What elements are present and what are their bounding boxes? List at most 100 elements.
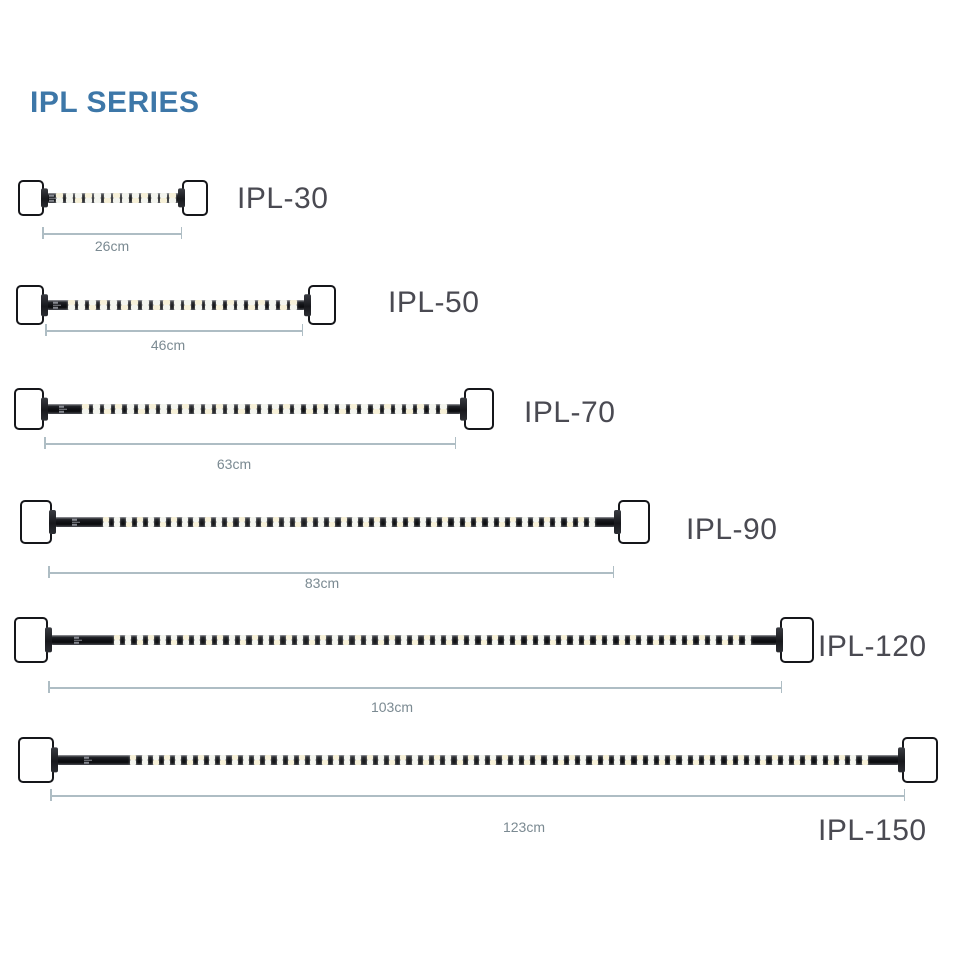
led	[366, 755, 373, 760]
led	[561, 640, 568, 645]
led	[659, 760, 666, 765]
led	[366, 635, 373, 640]
led	[112, 198, 120, 203]
led	[681, 755, 688, 760]
led	[329, 517, 336, 522]
led	[446, 635, 453, 640]
led	[569, 755, 576, 760]
led	[641, 640, 648, 645]
led	[510, 517, 517, 522]
led	[126, 409, 134, 414]
led	[164, 760, 171, 765]
led	[171, 640, 178, 645]
led	[193, 404, 201, 409]
led-panel	[67, 300, 298, 310]
led	[675, 635, 682, 640]
led	[104, 409, 112, 414]
led	[710, 635, 717, 640]
led	[377, 640, 384, 645]
lamp-fixture	[16, 283, 336, 327]
led	[320, 640, 327, 645]
led	[439, 404, 447, 409]
led	[618, 640, 625, 645]
led	[344, 760, 351, 765]
led	[816, 755, 823, 760]
dimension-tick-start	[44, 437, 46, 449]
led	[544, 517, 551, 522]
led	[512, 755, 519, 760]
led	[344, 755, 351, 760]
led	[733, 635, 740, 640]
led	[419, 522, 426, 527]
led	[163, 305, 171, 310]
led	[629, 635, 636, 640]
led	[625, 755, 632, 760]
led	[265, 755, 272, 760]
led	[827, 760, 834, 765]
led	[276, 755, 283, 760]
led	[102, 517, 109, 522]
led	[383, 409, 391, 414]
led	[652, 635, 659, 640]
housing-markings	[73, 636, 82, 644]
led	[152, 760, 159, 765]
led	[78, 305, 86, 310]
led-row	[81, 404, 447, 409]
led	[242, 755, 249, 760]
led	[569, 760, 576, 765]
led	[261, 522, 268, 527]
led	[572, 640, 579, 645]
dimension-line	[45, 324, 303, 336]
led	[400, 760, 407, 765]
led	[274, 635, 281, 640]
led	[339, 409, 347, 414]
led-row	[130, 755, 868, 760]
led	[428, 409, 436, 414]
led	[400, 755, 407, 760]
led	[287, 760, 294, 765]
led	[479, 760, 486, 765]
led	[306, 517, 313, 522]
led	[456, 760, 463, 765]
led	[194, 305, 202, 310]
led	[258, 305, 266, 310]
led	[647, 755, 654, 760]
lamp-housing	[54, 755, 902, 765]
mounting-bracket-right	[464, 388, 494, 430]
led	[555, 522, 562, 527]
led	[254, 760, 261, 765]
led	[88, 300, 96, 305]
led	[141, 193, 149, 198]
led	[557, 755, 564, 760]
led	[400, 635, 407, 640]
led	[299, 755, 306, 760]
led	[227, 522, 234, 527]
led	[81, 409, 89, 414]
led	[182, 404, 190, 409]
led	[131, 300, 139, 305]
led	[618, 635, 625, 640]
led	[306, 522, 313, 527]
led	[355, 755, 362, 760]
led	[340, 517, 347, 522]
led	[265, 760, 272, 765]
lamp-fixture	[14, 386, 494, 432]
led	[602, 755, 609, 760]
led	[361, 409, 369, 414]
led	[372, 409, 380, 414]
led	[549, 635, 556, 640]
dimension-label: 123cm	[502, 819, 546, 835]
led	[197, 755, 204, 760]
led	[532, 517, 539, 522]
led	[279, 300, 287, 305]
led	[297, 640, 304, 645]
led	[182, 409, 190, 414]
led	[148, 522, 155, 527]
housing-markings	[58, 405, 67, 413]
led	[715, 760, 722, 765]
led	[173, 300, 181, 305]
led	[209, 760, 216, 765]
led	[664, 640, 671, 645]
led-row	[102, 517, 596, 522]
led	[193, 522, 200, 527]
